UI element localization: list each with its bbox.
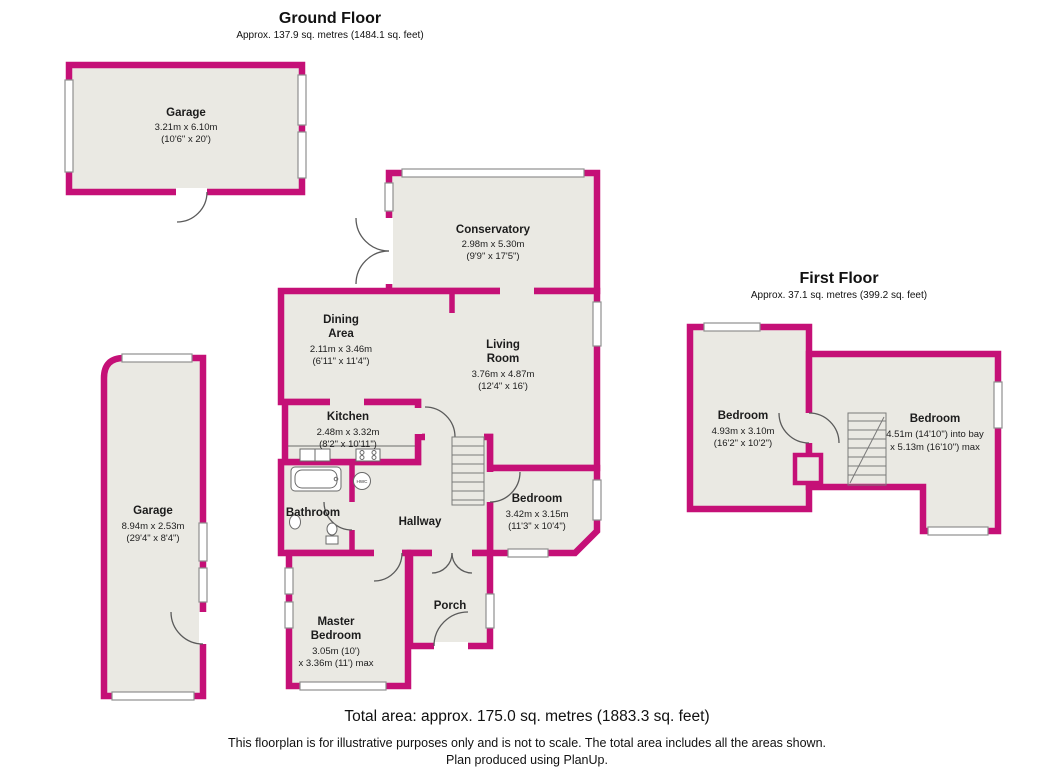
ff-bedroom-left-label: Bedroom <box>718 410 768 422</box>
disclaimer-text: This floorplan is for illustrative purpo… <box>228 736 826 750</box>
living-label-1: Living <box>486 339 520 351</box>
master-label-1: Master <box>317 616 355 628</box>
first-floor-title: First Floor <box>799 270 878 287</box>
ground-floor-title: Ground Floor <box>279 10 381 27</box>
window-icon <box>297 131 307 179</box>
window-icon <box>297 74 307 126</box>
opening-garage-top-door <box>176 188 207 196</box>
bedroom-ground-label: Bedroom <box>512 493 562 505</box>
window-icon <box>198 567 208 603</box>
garage-left-imperial: (29'4" x 8'4") <box>126 533 179 544</box>
total-area-text: Total area: approx. 175.0 sq. metres (18… <box>344 708 709 725</box>
door-swing-icon <box>176 191 208 223</box>
window-icon <box>64 79 74 173</box>
sink-icon <box>299 448 331 462</box>
door-swing-icon <box>323 501 353 531</box>
opening-dining-kitchen <box>330 398 364 406</box>
window-icon <box>284 601 294 629</box>
conservatory-imperial: (9'9" x 17'5") <box>466 251 519 262</box>
hallway-label: Hallway <box>399 516 442 528</box>
door-swing-icon <box>433 611 469 647</box>
master-metric: 3.05m (10') <box>312 646 360 657</box>
garage-left-metric: 8.94m x 2.53m <box>122 521 185 532</box>
hob-icon <box>355 448 381 462</box>
window-icon <box>198 522 208 562</box>
staircase-icon <box>451 436 485 506</box>
garage-top-imperial: (10'6" x 20') <box>161 134 211 145</box>
dining-metric: 2.11m x 3.46m <box>310 344 372 355</box>
window-icon <box>592 479 602 521</box>
staircase-icon <box>847 412 887 486</box>
first-floor-subtitle: Approx. 37.1 sq. metres (399.2 sq. feet) <box>751 290 927 301</box>
ff-bedroom-right-label: Bedroom <box>910 413 960 425</box>
window-icon <box>401 168 585 178</box>
opening-garage-left-door <box>199 612 207 644</box>
master-imperial: x 3.36m (11') max <box>298 658 373 669</box>
opening-conservatory-living <box>500 287 534 295</box>
opening-bedroom-door <box>486 472 494 502</box>
dining-imperial: (6'11" x 11'4") <box>312 356 369 367</box>
door-swing-icon <box>451 552 473 574</box>
opening-bathroom-door <box>348 502 356 530</box>
kitchen-imperial: (8'2" x 10'11") <box>319 439 377 450</box>
porch-label: Porch <box>434 600 467 612</box>
ground-floor-subtitle: Approx. 137.9 sq. metres (1484.1 sq. fee… <box>236 30 423 41</box>
basin-icon <box>289 514 301 530</box>
door-swing-icon <box>424 406 456 438</box>
ff-bedroom-left-metric: 4.93m x 3.10m <box>712 426 775 437</box>
window-icon <box>485 593 495 629</box>
living-label-2: Room <box>487 353 520 365</box>
door-swing-icon <box>808 412 840 444</box>
conservatory-metric: 2.98m x 5.30m <box>462 239 525 250</box>
opening-master-door <box>374 549 402 557</box>
door-swing-icon <box>355 217 390 252</box>
garage-left-label: Garage <box>133 505 173 517</box>
window-icon <box>592 301 602 347</box>
door-swing-icon <box>355 250 390 285</box>
garage-top-label: Garage <box>166 107 206 119</box>
dining-label-2: Area <box>328 328 354 340</box>
opening-porch-front-door <box>434 642 468 650</box>
kitchen-metric: 2.48m x 3.32m <box>317 427 380 438</box>
room-ff-bedroom-right-shape <box>805 350 1002 535</box>
window-icon <box>121 353 193 363</box>
window-icon <box>299 681 387 691</box>
opening-kitchen-hall <box>414 408 422 434</box>
opening-ff-bedroom-door <box>805 413 813 443</box>
window-icon <box>703 322 761 332</box>
garage-top-metric: 3.21m x 6.10m <box>155 122 218 133</box>
window-icon <box>284 567 294 595</box>
window-icon <box>111 691 195 701</box>
window-icon <box>384 182 394 212</box>
window-icon <box>507 548 549 558</box>
kitchen-label: Kitchen <box>327 411 369 423</box>
ff-bedroom-left-imperial: (16'2" x 10'2") <box>714 438 772 449</box>
window-icon <box>927 526 989 536</box>
bedroom-ground-metric: 3.42m x 3.15m <box>506 509 569 520</box>
conservatory-label: Conservatory <box>456 224 531 236</box>
door-swing-icon <box>170 611 204 645</box>
produced-text: Plan produced using PlanUp. <box>446 753 608 767</box>
bathroom-label: Bathroom <box>286 507 340 519</box>
master-label-2: Bedroom <box>311 630 361 642</box>
hwc-icon: HWC <box>353 472 371 490</box>
room-garage-top-shape <box>65 61 306 196</box>
toilet-icon <box>325 522 339 545</box>
ff-closet-shape <box>792 452 824 486</box>
bedroom-ground-imperial: (11'3" x 10'4") <box>508 521 566 532</box>
door-swing-icon <box>373 552 403 582</box>
living-imperial: (12'4" x 16') <box>478 381 528 392</box>
hwc-label: HWC <box>357 479 369 484</box>
opening-living-hall <box>425 433 455 441</box>
door-swing-icon <box>489 471 521 503</box>
door-swing-icon <box>778 412 810 444</box>
bathtub-icon <box>290 466 342 492</box>
living-metric: 3.76m x 4.87m <box>472 369 535 380</box>
ff-bedroom-right-imperial: x 5.13m (16'10") max <box>890 442 980 453</box>
dining-label-1: Dining <box>323 314 359 326</box>
window-icon <box>993 381 1003 429</box>
ff-bedroom-right-metric: 4.51m (14'10") into bay <box>886 429 984 440</box>
